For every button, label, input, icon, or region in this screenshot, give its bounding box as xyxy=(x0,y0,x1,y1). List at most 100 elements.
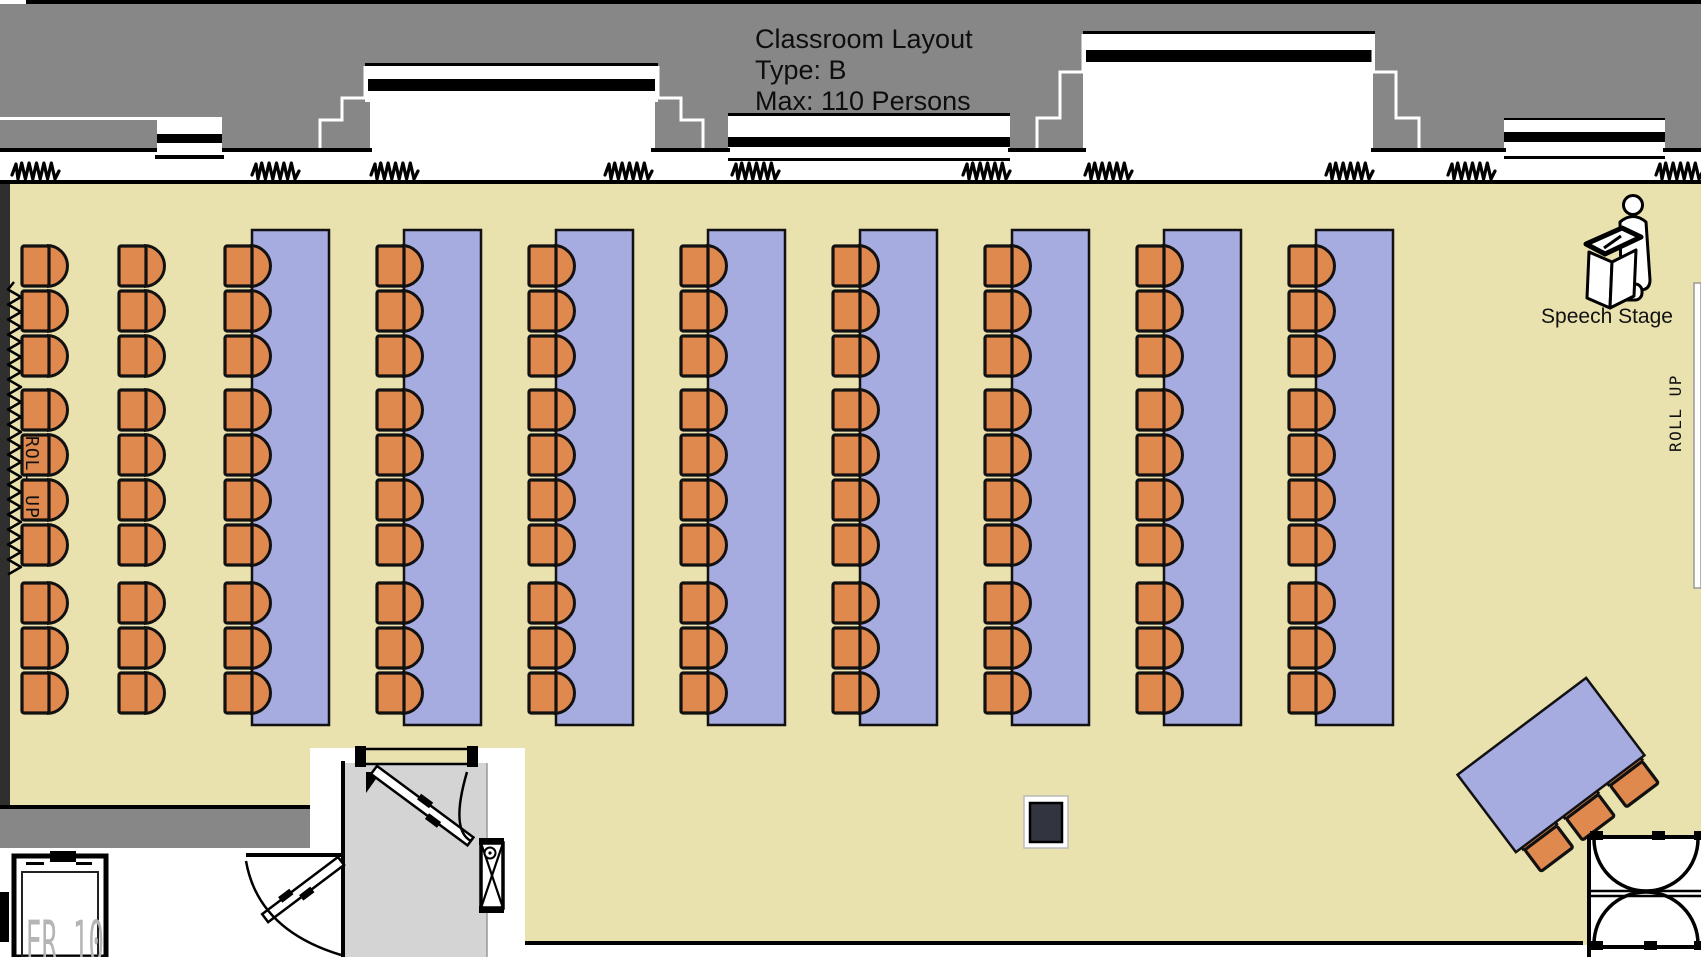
chair xyxy=(527,626,576,670)
bay-window-head xyxy=(365,63,658,66)
chair xyxy=(117,626,166,670)
chair-back xyxy=(679,671,710,715)
chair-back xyxy=(679,289,710,333)
chair-back xyxy=(20,671,51,715)
chair xyxy=(223,581,272,625)
chair-back xyxy=(1135,289,1166,333)
chair xyxy=(1135,671,1184,715)
chair xyxy=(983,289,1032,333)
curtain-coil xyxy=(961,161,1012,181)
chair-back xyxy=(679,581,710,625)
chair xyxy=(527,289,576,333)
er-door-mark xyxy=(50,851,76,862)
chair-back xyxy=(223,581,254,625)
wall-face-bottom xyxy=(651,148,730,152)
bay-step-seam xyxy=(318,66,367,150)
roll-up-right-label: ROLL UP xyxy=(1666,374,1685,452)
wall-seam xyxy=(0,117,157,120)
x-brace xyxy=(479,842,505,909)
chair xyxy=(375,289,424,333)
chair xyxy=(223,671,272,715)
chair xyxy=(679,289,728,333)
chair xyxy=(1287,433,1336,477)
chair xyxy=(527,671,576,715)
curtain-coil xyxy=(1324,161,1375,181)
chair-seat xyxy=(553,388,576,432)
chair xyxy=(679,581,728,625)
chair-seat xyxy=(553,244,576,288)
chair-seat xyxy=(401,244,424,288)
chair-seat xyxy=(1009,388,1032,432)
room-code-label: ER 10 xyxy=(26,908,104,957)
window-glazing-bar xyxy=(368,79,655,91)
chair xyxy=(679,244,728,288)
chair-seat xyxy=(249,433,272,477)
chair-seat xyxy=(857,671,880,715)
chair-seat xyxy=(1161,581,1184,625)
chair xyxy=(1135,334,1184,378)
chair-seat xyxy=(553,523,576,567)
chair xyxy=(117,244,166,288)
chair xyxy=(831,334,880,378)
chair-seat xyxy=(857,433,880,477)
chair-back xyxy=(983,671,1014,715)
chair xyxy=(1287,388,1336,432)
chair xyxy=(831,581,880,625)
chair-back xyxy=(527,244,558,288)
wall-stub xyxy=(0,892,9,942)
window-sill-line xyxy=(728,158,1010,161)
chair xyxy=(1287,626,1336,670)
door-leaf xyxy=(260,855,346,924)
chair-seat xyxy=(553,581,576,625)
chair-back xyxy=(20,244,51,288)
chair-seat xyxy=(46,244,69,288)
chair xyxy=(1287,289,1336,333)
chair-back xyxy=(527,334,558,378)
chair-seat xyxy=(1009,581,1032,625)
chair xyxy=(117,581,166,625)
chair xyxy=(117,523,166,567)
chair xyxy=(223,289,272,333)
chair-back xyxy=(1135,244,1166,288)
chair-back xyxy=(375,289,406,333)
lectern-side xyxy=(1608,248,1638,310)
window-head-line xyxy=(728,113,1010,116)
chair xyxy=(679,626,728,670)
chair-seat xyxy=(46,671,69,715)
door-head-line xyxy=(246,853,344,857)
chair xyxy=(1287,478,1336,522)
title-line-3: Max: 110 Persons xyxy=(755,86,971,116)
chair-seat xyxy=(143,244,166,288)
chair-back xyxy=(117,671,148,715)
chair-seat xyxy=(143,626,166,670)
chair xyxy=(831,289,880,333)
annex-layer xyxy=(0,746,1701,957)
chair-seat xyxy=(1313,478,1336,522)
chair-seat xyxy=(1313,334,1336,378)
bay-step-seam xyxy=(656,66,705,150)
chair xyxy=(1287,523,1336,567)
chair-back xyxy=(117,581,148,625)
chair xyxy=(1135,626,1184,670)
chair xyxy=(20,334,69,378)
chair-back xyxy=(831,581,862,625)
chair-seat xyxy=(1313,388,1336,432)
chair-seat xyxy=(143,334,166,378)
chair xyxy=(1287,671,1336,715)
chair-back xyxy=(20,334,51,378)
chair-back xyxy=(679,523,710,567)
chair-back xyxy=(223,478,254,522)
left-wall xyxy=(0,184,10,807)
door-lintel xyxy=(360,747,476,766)
chair-back xyxy=(20,388,51,432)
chair-seat xyxy=(857,388,880,432)
chair xyxy=(375,433,424,477)
chair xyxy=(20,626,69,670)
chair xyxy=(527,334,576,378)
chair-back xyxy=(831,433,862,477)
chair-back xyxy=(117,388,148,432)
chair xyxy=(223,244,272,288)
door-jamb xyxy=(355,746,366,767)
door-swing-arc xyxy=(244,860,342,957)
chair-back xyxy=(1287,388,1318,432)
